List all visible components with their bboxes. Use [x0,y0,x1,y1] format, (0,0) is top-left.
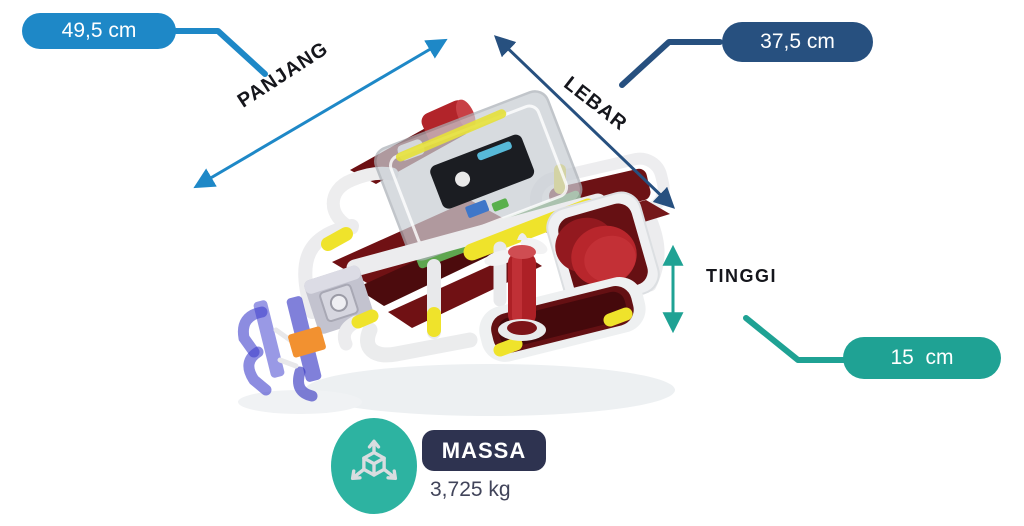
lebar-value-badge: 37,5 cm [722,22,873,62]
mass-value: 3,725 kg [430,478,511,501]
gripper [237,296,326,402]
panjang-value-badge: 49,5 cm [22,13,176,49]
massa-badge: MASSA [422,430,546,471]
cube-axes-icon [350,439,398,481]
tinggi-value-badge: 15 cm [843,337,1001,379]
panjang-connector-line [173,28,268,77]
lebar-dimension-arrow [493,35,676,209]
tinggi-value: 15 cm [890,346,954,369]
tinggi-connector-line [743,315,849,363]
mass-icon-circle [331,418,417,514]
panjang-dimension-arrow [193,38,448,189]
panjang-value: 49,5 cm [61,19,137,42]
lebar-connector-line [619,39,723,88]
massa-label: MASSA [441,437,527,463]
tinggi-label: TINGGI [706,266,777,286]
lebar-value: 37,5 cm [760,30,835,53]
rov-render [237,90,675,416]
